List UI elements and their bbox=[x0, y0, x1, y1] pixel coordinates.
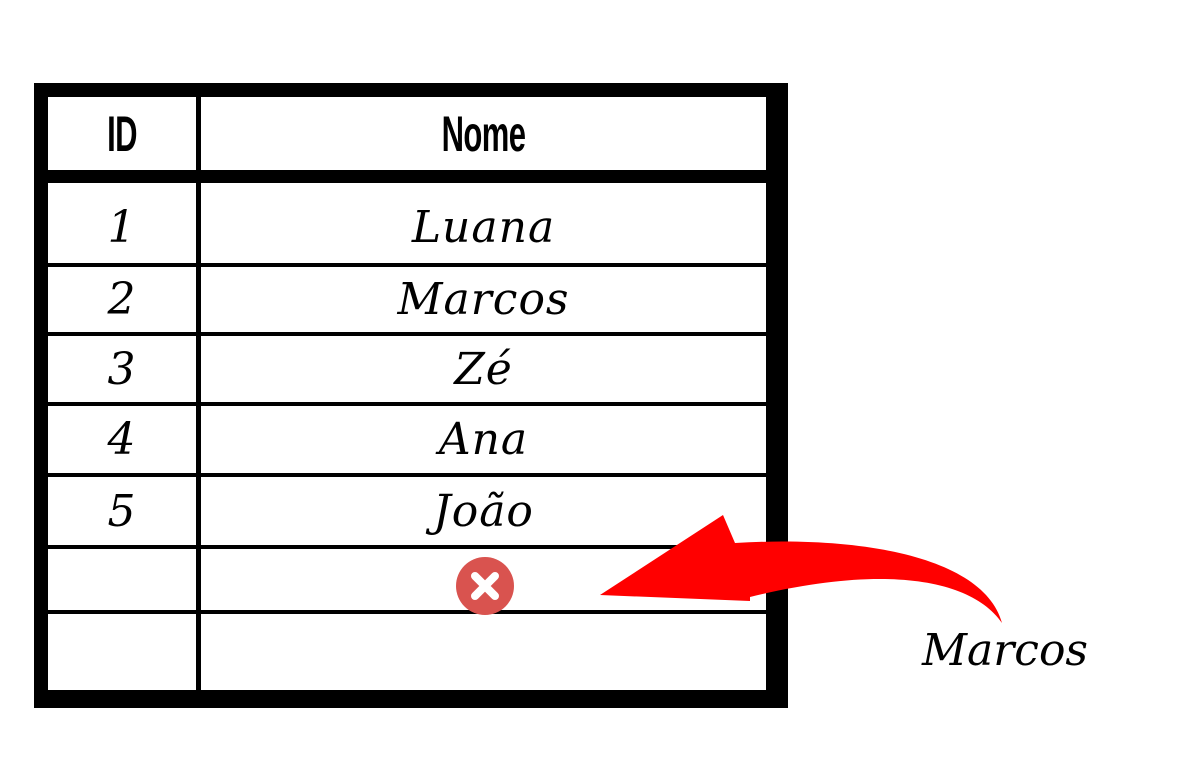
row-divider bbox=[48, 610, 766, 614]
header-divider bbox=[48, 170, 766, 183]
error-x-circle-icon bbox=[456, 557, 514, 615]
row-4-name: Ana bbox=[438, 414, 529, 465]
row-3-name: Zé bbox=[454, 343, 513, 395]
column-divider bbox=[196, 97, 201, 690]
row-2-id: 2 bbox=[107, 274, 137, 325]
row-1-name: Luana bbox=[411, 202, 556, 253]
row-divider bbox=[48, 402, 766, 406]
header-name: Nome bbox=[441, 105, 526, 162]
header-id: ID bbox=[107, 105, 137, 162]
row-divider bbox=[48, 473, 766, 477]
row-3-id: 3 bbox=[107, 343, 137, 395]
incoming-name: Marcos bbox=[921, 624, 1089, 676]
row-1-id: 1 bbox=[107, 202, 137, 253]
row-5-name: João bbox=[433, 485, 534, 537]
arrow-shape bbox=[600, 515, 1002, 623]
row-5-id: 5 bbox=[107, 485, 137, 537]
table-frame: ID Nome 1 Luana 2 Marcos 3 Zé 4 Ana 5 Jo… bbox=[34, 83, 788, 708]
row-2-name: Marcos bbox=[397, 274, 570, 325]
row-divider bbox=[48, 263, 766, 267]
row-divider bbox=[48, 332, 766, 336]
row-4-id: 4 bbox=[107, 414, 137, 465]
row-divider bbox=[48, 545, 766, 549]
x-mark bbox=[471, 572, 499, 600]
incoming-arrow-icon bbox=[600, 515, 1002, 623]
